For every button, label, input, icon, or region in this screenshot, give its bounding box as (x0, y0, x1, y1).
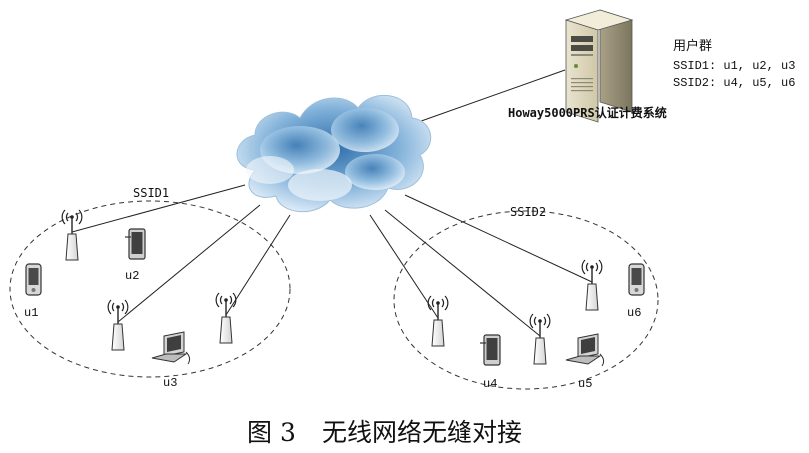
user-label-u4: u4 (483, 377, 497, 391)
phone-icon-u6 (628, 263, 645, 296)
link-cloud-ap5 (384, 209, 541, 337)
user-groups-ssid2: SSID2: u4, u5, u6 (673, 76, 795, 90)
laptop-icon-u5 (565, 333, 605, 367)
link-cloud-ap2 (117, 204, 261, 323)
server-label: Howay5000PRS认证计费系统 (508, 105, 667, 120)
access-point-4 (427, 295, 449, 347)
figure-number: 图 3 (247, 418, 296, 447)
tablet-icon-u2 (125, 228, 146, 260)
tablet-icon-u4 (480, 334, 501, 366)
user-label-u5: u5 (578, 377, 592, 391)
ssid2-label: SSID2 (510, 205, 546, 219)
internet-cloud-icon (236, 94, 432, 213)
ssid1-label: SSID1 (133, 186, 169, 200)
access-point-2 (107, 299, 129, 351)
phone-icon-u1 (25, 263, 42, 296)
user-label-u6: u6 (627, 306, 641, 320)
figure-caption: 无线网络无缝对接 (322, 418, 522, 447)
user-label-u2: u2 (125, 269, 139, 283)
link-cloud-ap6 (404, 194, 593, 283)
connection-lines (71, 69, 593, 337)
user-groups-title: 用户群 (673, 38, 712, 54)
ssid2-network-boundary (393, 210, 659, 390)
server-icon (564, 9, 634, 123)
ssid1-network-boundary (9, 200, 291, 378)
laptop-icon-u3 (151, 331, 191, 365)
user-label-u1: u1 (24, 306, 38, 320)
link-cloud-ap3 (225, 214, 291, 316)
access-point-3 (215, 292, 237, 344)
user-groups-ssid1: SSID1: u1, u2, u3 (673, 59, 795, 73)
access-point-5 (529, 313, 551, 365)
access-point-6 (581, 259, 603, 311)
access-point-1 (61, 209, 83, 261)
link-cloud-ap4 (369, 214, 439, 319)
user-label-u3: u3 (163, 376, 177, 390)
link-cloud-ap1 (71, 184, 246, 233)
link-cloud-server (409, 69, 566, 126)
